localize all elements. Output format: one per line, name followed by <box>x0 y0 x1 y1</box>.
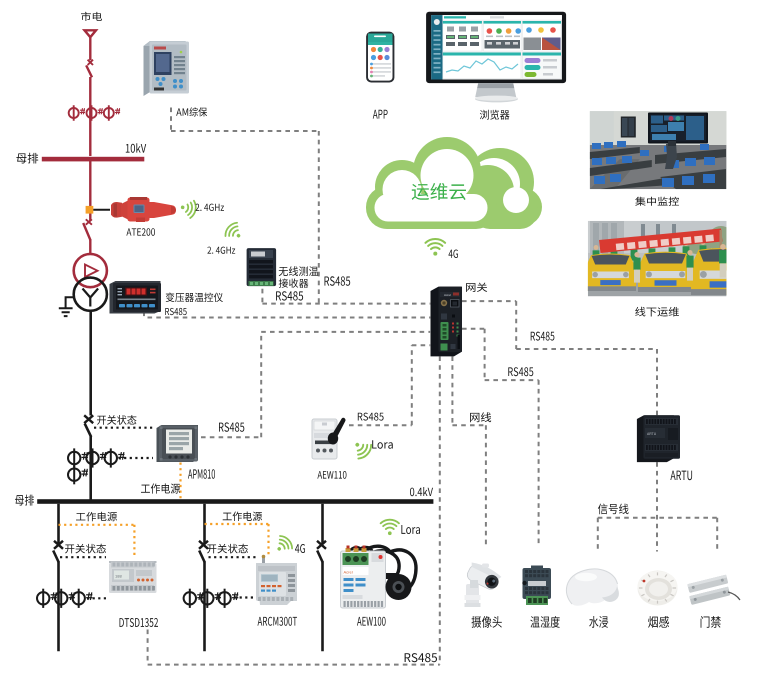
svg-text:ARTU: ARTU <box>647 432 657 436</box>
svg-text:Acrel: Acrel <box>444 293 451 297</box>
svg-text:188: 188 <box>115 574 122 579</box>
svg-text:Acrel: Acrel <box>344 570 353 575</box>
